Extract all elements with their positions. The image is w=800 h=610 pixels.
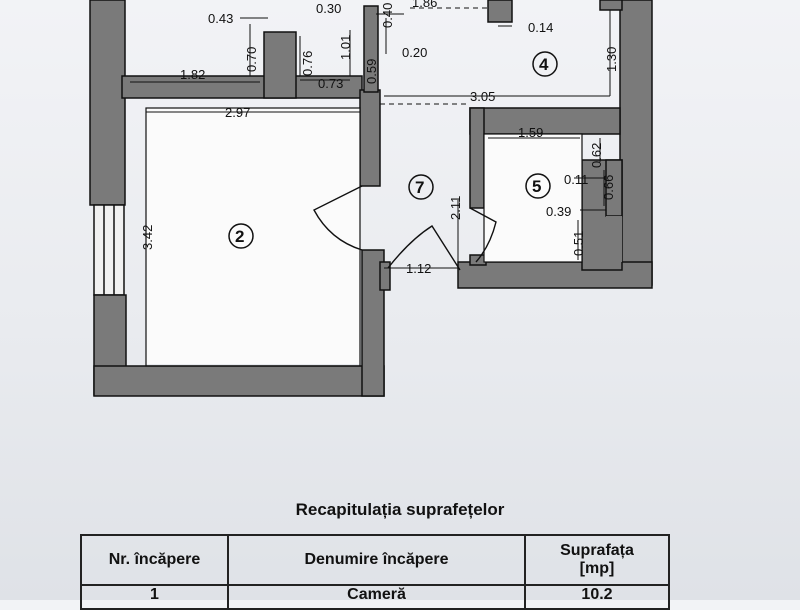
summary-table: Nr. încăpere Denumire încăpere Suprafața…	[80, 534, 670, 610]
summary-header-row: Nr. încăpere Denumire încăpere Suprafața…	[80, 534, 670, 586]
dim-0-73: 0.73	[318, 76, 343, 91]
cell-room-area: 10.2	[524, 584, 670, 610]
room-label-5: 5	[532, 177, 541, 196]
table-row: 1 Cameră 10.2	[80, 584, 670, 610]
header-room-name: Denumire încăpere	[227, 534, 526, 586]
wall-room2-right-upper	[359, 89, 381, 187]
room-label-7: 7	[415, 178, 424, 197]
wall-room2-right-lower	[361, 249, 385, 397]
dim-0-59: 0.59	[364, 59, 379, 84]
cell-room-number: 1	[80, 584, 229, 610]
dim-2-97: 2.97	[225, 105, 250, 120]
dim-0-11: 0.11	[564, 172, 588, 187]
dim-0-20: 0.20	[402, 45, 427, 60]
window-left	[93, 204, 125, 296]
room-label-4: 4	[539, 55, 549, 74]
dim-1-86: 1.86	[412, 0, 437, 10]
door-room7	[387, 225, 461, 271]
cell-room-name: Cameră	[227, 584, 526, 610]
wall-bottom-room2	[93, 365, 385, 397]
dim-1-59: 1.59	[518, 125, 543, 140]
dim-0-76: 0.76	[300, 51, 315, 76]
wall-room5-bottom	[457, 261, 653, 289]
dim-1-01: 1.01	[338, 35, 353, 60]
door-room5	[469, 207, 497, 263]
wall-partition	[263, 31, 297, 99]
header-area-unit: [mp]	[579, 560, 615, 577]
dim-0-14: 0.14	[528, 20, 553, 35]
dim-0-51: 0.51	[571, 231, 586, 256]
dim-0-40: 0.40	[380, 3, 395, 28]
dim-3-42: 3.42	[140, 225, 155, 250]
summary-title: Recapitulația suprafețelor	[295, 500, 505, 519]
dim-0-62: 0.62	[589, 143, 604, 168]
door-room2	[313, 185, 363, 251]
header-room-number: Nr. încăpere	[80, 534, 229, 586]
wall-room5-top	[469, 107, 621, 135]
dim-1-82: 1.82	[180, 67, 205, 82]
room-label-2: 2	[235, 227, 244, 246]
wall-left-upper	[89, 0, 126, 206]
dim-0-43: 0.43	[208, 11, 233, 26]
dim-3-05: 3.05	[470, 89, 495, 104]
dim-2-11: 2.11	[448, 196, 463, 220]
dim-0-66: 0.66	[601, 175, 616, 200]
header-area: Suprafața [mp]	[524, 534, 670, 586]
dim-0-30: 0.30	[316, 1, 341, 16]
wall-room5-left	[469, 107, 485, 209]
dim-1-12: 1.12	[406, 261, 431, 276]
dim-1-30: 1.30	[604, 47, 619, 72]
wall-right-outer	[619, 0, 653, 286]
dim-0-70: 0.70	[244, 47, 259, 72]
floor-plan: 0.43 0.30 1.86 0.40 0.14 0.70 0.76 1.01 …	[89, 0, 653, 397]
dim-0-39: 0.39	[546, 204, 571, 219]
header-area-label: Suprafața	[560, 542, 634, 559]
